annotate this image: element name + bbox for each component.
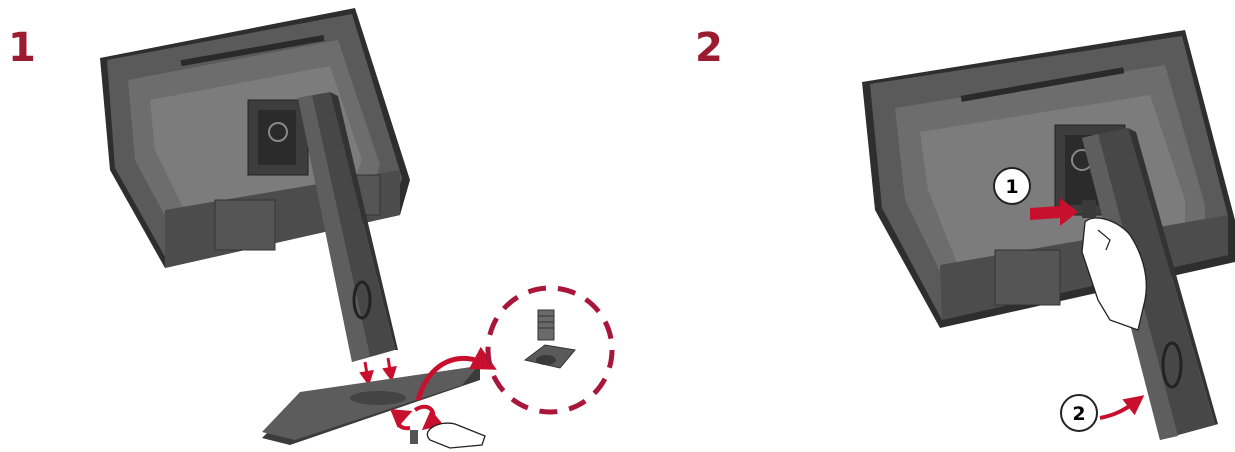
- rotate-arrow-icon: [1099, 395, 1145, 420]
- stand-column-1: [298, 92, 398, 362]
- hand-icon-1: [410, 422, 486, 449]
- push-arrow-icon: [1030, 198, 1078, 226]
- callout-2: 2: [1060, 394, 1098, 432]
- callout-1: 1: [993, 167, 1031, 205]
- down-arrows: [359, 357, 397, 386]
- step-1-illustration: [100, 8, 615, 449]
- step-2-number: 2: [695, 25, 723, 71]
- screw-rotate-arrow-2: [390, 409, 413, 431]
- step-2-illustration: 1 2: [862, 30, 1235, 440]
- hand-icon-2: [1081, 200, 1147, 331]
- monitor-back-2: [862, 30, 1235, 328]
- step-1-number: 1: [8, 25, 36, 71]
- callout-1-number: 1: [1005, 176, 1018, 198]
- callout-2-number: 2: [1072, 403, 1085, 425]
- screw-detail-circle: [485, 285, 615, 415]
- screw-rotate-arrow: [413, 404, 444, 431]
- zoom-arrow: [415, 346, 497, 401]
